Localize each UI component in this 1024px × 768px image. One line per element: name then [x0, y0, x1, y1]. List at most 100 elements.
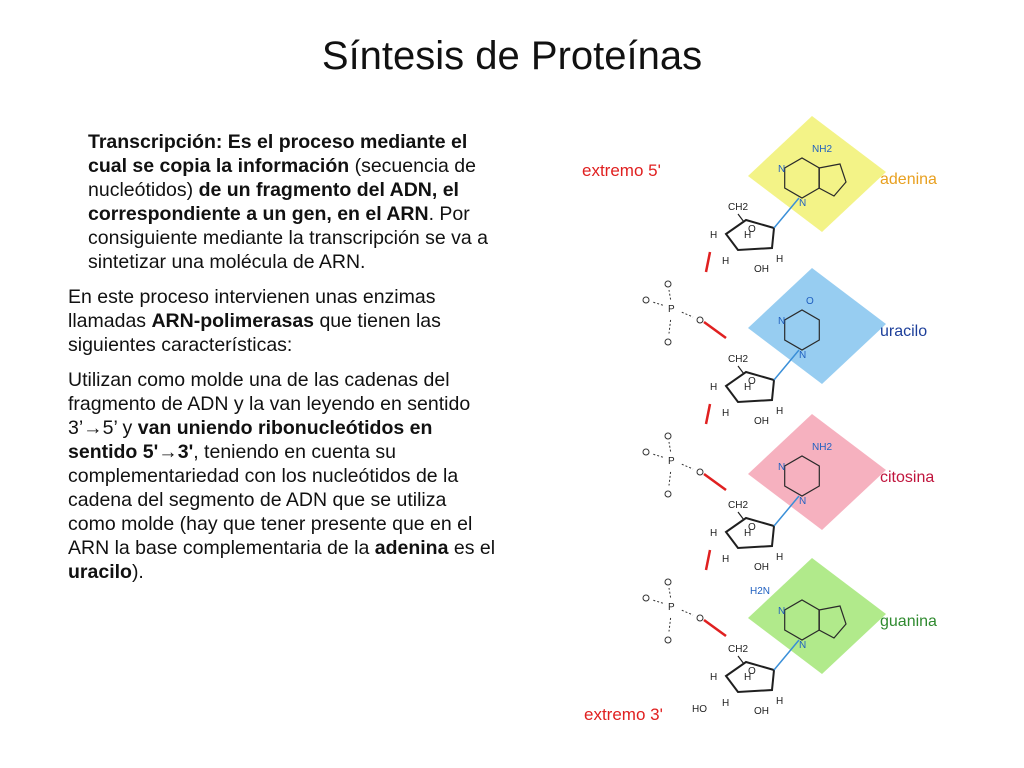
phosphodiester-bond: [704, 549, 712, 571]
phosphate-oxygen: [664, 490, 672, 498]
sugar-oh: OH: [754, 562, 769, 573]
ester-bond: [703, 472, 727, 492]
text-run: Utilizan como molde una de las cadenas d…: [68, 369, 471, 439]
glycosidic-bond: [773, 349, 800, 381]
phosphate-oxygen: [664, 280, 672, 288]
ch2-label: CH2: [728, 500, 748, 511]
phosphodiester-bond: [704, 251, 712, 273]
sugar-h: H: [744, 528, 751, 539]
ester-bond: [703, 320, 727, 340]
phosphate-oxygen: [696, 614, 704, 622]
sugar-o: O: [748, 376, 756, 387]
text-run: van uniendo ribonucleótidos en sentido 5…: [68, 417, 433, 463]
sugar-h: H: [776, 254, 783, 265]
ring-n: N: [799, 496, 806, 507]
phosphate-bond: [668, 471, 672, 486]
sugar-h: H: [710, 230, 717, 241]
sugar-ring: [724, 218, 776, 252]
glycosidic-bond: [773, 197, 800, 229]
text-run: . Por consiguiente mediante la transcrip…: [88, 203, 488, 273]
text-run: , teniendo en cuenta su complementarieda…: [68, 441, 473, 559]
base-box-citosina: [748, 414, 886, 530]
text-run: de un fragmento del ADN, el correspondie…: [88, 179, 459, 225]
sugar-o: O: [748, 522, 756, 533]
sugar-oh: OH: [754, 416, 769, 427]
keto-o: O: [806, 296, 814, 307]
text-run: adenina: [374, 537, 449, 559]
sugar-h: H: [710, 528, 717, 539]
ch2-bond: [737, 365, 745, 375]
amine-label: H2N: [750, 586, 770, 597]
phosphate-bond: [668, 441, 672, 452]
ch2-bond: [737, 655, 745, 665]
sugar-h: H: [744, 672, 751, 683]
sugar-ring: [724, 660, 776, 694]
phosphate-oxygen: [696, 468, 704, 476]
phosphate-oxygen: [642, 296, 650, 304]
sugar-h: H: [710, 672, 717, 683]
phosphate-bond: [668, 587, 672, 598]
ring2-adenina: [818, 163, 847, 197]
sugar-h: H: [744, 382, 751, 393]
ring2-guanina: [818, 605, 847, 639]
sugar-h: H: [710, 382, 717, 393]
base-label-citosina: citosina: [880, 469, 934, 486]
base-box-guanina: [748, 558, 886, 674]
base-label-uracilo: uracilo: [880, 323, 927, 340]
phosphate-bond: [681, 609, 694, 616]
ring-n: N: [778, 462, 785, 473]
end-3-label: extremo 3': [584, 705, 663, 724]
amine-label: NH2: [812, 144, 832, 155]
ring-n: N: [778, 316, 785, 327]
sugar-h: H: [722, 256, 729, 267]
base-box-uracilo: [748, 268, 886, 384]
text-run: En este proceso intervienen unas enzimas…: [68, 286, 436, 332]
body-text: Transcripción: Es el proceso mediante el…: [68, 130, 496, 595]
sugar-h: H: [744, 230, 751, 241]
sugar-h: H: [722, 408, 729, 419]
phosphate-oxygen: [642, 594, 650, 602]
phosphate-bond: [681, 463, 694, 470]
phosphate-bond: [668, 617, 672, 632]
text-run: Transcripción: Es el proceso mediante el…: [88, 131, 468, 177]
ch2-label: CH2: [728, 202, 748, 213]
ch2-bond: [737, 213, 745, 223]
amine-label: NH2: [812, 442, 832, 453]
ring-n: N: [799, 640, 806, 651]
phosphate-bond: [681, 311, 694, 318]
phosphate-oxygen: [664, 432, 672, 440]
text-run: es el: [448, 537, 496, 559]
sugar-oh: OH: [754, 706, 769, 717]
ring-citosina: [784, 455, 820, 497]
phosphate-oxygen: [642, 448, 650, 456]
base-label-guanina: guanina: [880, 613, 937, 630]
ring-n: N: [778, 606, 785, 617]
phosphorus-label: P: [668, 456, 675, 467]
phosphorus-label: P: [668, 602, 675, 613]
ester-bond: [703, 618, 727, 638]
text-run: ).: [131, 561, 144, 583]
phosphate-bond: [668, 289, 672, 300]
sugar-ring: [724, 370, 776, 404]
text-run: uracilo: [68, 561, 132, 583]
phosphate-oxygen: [664, 636, 672, 644]
base-box-adenina: [748, 116, 886, 232]
phosphate-bond: [652, 599, 664, 604]
text-run: que tienen las siguientes característica…: [68, 310, 441, 356]
glycosidic-bond: [773, 639, 800, 671]
ch2-label: CH2: [728, 644, 748, 655]
phosphate-bond: [652, 453, 664, 458]
text-run: ARN-polimerasas: [151, 310, 315, 332]
phosphate-bond: [652, 301, 664, 306]
phosphate-oxygen: [664, 338, 672, 346]
ring-n: N: [799, 198, 806, 209]
phosphorus-label: P: [668, 304, 675, 315]
base-label-adenina: adenina: [880, 171, 937, 188]
ch2-label: CH2: [728, 354, 748, 365]
phosphate-oxygen: [696, 316, 704, 324]
sugar-oh: OH: [754, 264, 769, 275]
phosphodiester-bond: [704, 403, 712, 425]
ring-n: N: [778, 164, 785, 175]
